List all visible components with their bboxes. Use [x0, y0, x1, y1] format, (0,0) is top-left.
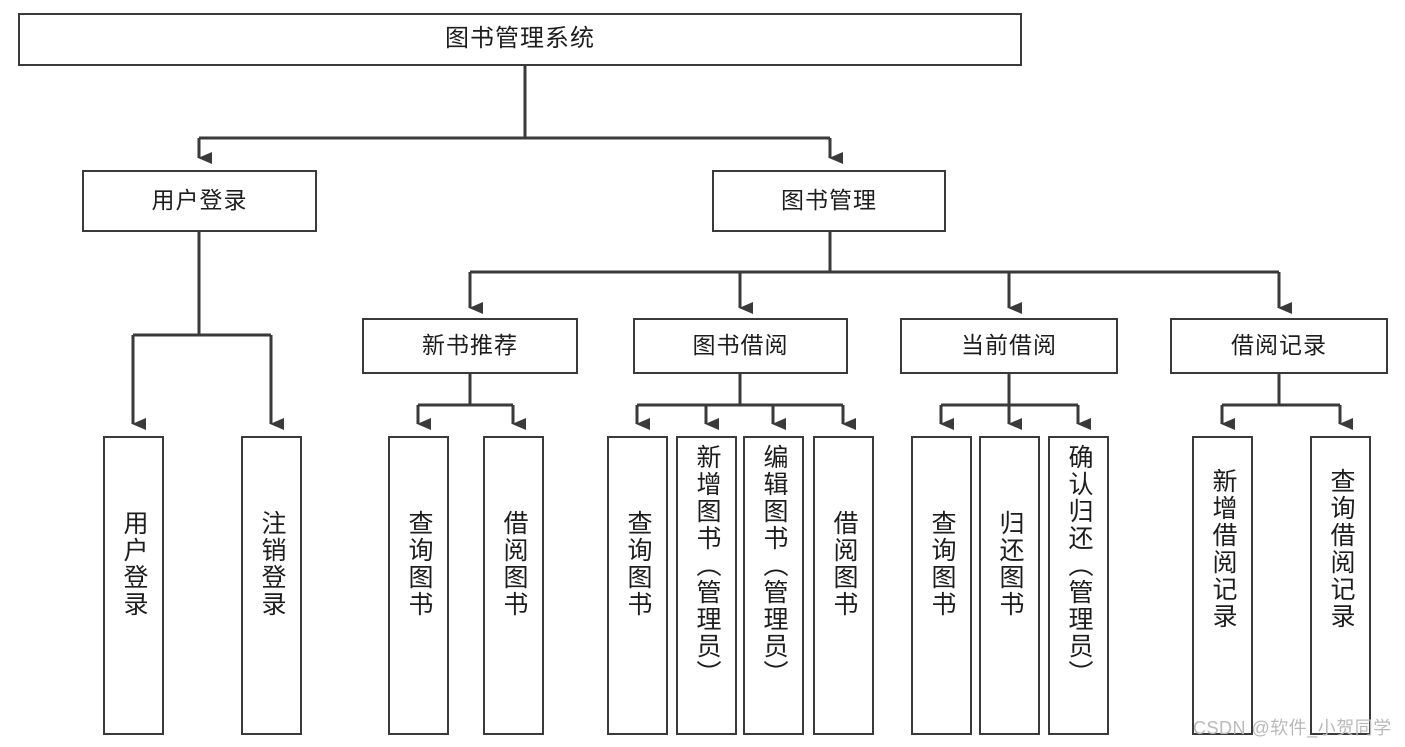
node-label: 新增图书（管理员）: [693, 444, 721, 687]
node-root-system[interactable]: 图书管理系统: [18, 13, 1022, 66]
node-label: 编辑图书（管理员）: [760, 444, 788, 687]
node-label: 当前借阅: [961, 332, 1057, 359]
node-label: 归还图书: [996, 510, 1024, 618]
node-label: 图书管理系统: [445, 25, 595, 53]
node-leaf-query-book-current[interactable]: 查询图书: [911, 436, 972, 735]
node-label: 图书管理: [781, 187, 877, 214]
node-leaf-add-book-admin[interactable]: 新增图书（管理员）: [676, 436, 737, 735]
node-leaf-add-borrow-record[interactable]: 新增借阅记录: [1192, 436, 1253, 735]
node-book-borrow[interactable]: 图书借阅: [633, 318, 848, 374]
node-label: 查询借阅记录: [1327, 468, 1355, 630]
node-leaf-borrow-book-recommend[interactable]: 借阅图书: [483, 436, 544, 735]
node-borrow-record[interactable]: 借阅记录: [1170, 318, 1388, 374]
node-leaf-logout[interactable]: 注销登录: [241, 436, 302, 735]
node-label: 查询图书: [928, 510, 956, 618]
node-leaf-confirm-return-admin[interactable]: 确认归还（管理员）: [1048, 436, 1109, 735]
node-label: 新书推荐: [422, 332, 518, 359]
node-label: 借阅图书: [500, 510, 528, 618]
node-book-management[interactable]: 图书管理: [712, 170, 946, 232]
node-leaf-user-login[interactable]: 用户登录: [103, 436, 164, 735]
node-current-borrow[interactable]: 当前借阅: [900, 318, 1118, 374]
node-label: 新增借阅记录: [1209, 468, 1237, 630]
node-new-book-recommend[interactable]: 新书推荐: [362, 318, 578, 374]
node-leaf-borrow-book[interactable]: 借阅图书: [813, 436, 874, 735]
node-label: 查询图书: [405, 510, 433, 618]
node-leaf-edit-book-admin[interactable]: 编辑图书（管理员）: [743, 436, 804, 735]
node-leaf-query-borrow-record[interactable]: 查询借阅记录: [1310, 436, 1371, 735]
csdn-watermark: CSDN @软件_小贺同学: [1193, 718, 1392, 738]
node-leaf-return-book[interactable]: 归还图书: [979, 436, 1040, 735]
node-label: 借阅记录: [1231, 332, 1327, 359]
node-label: 确认归还（管理员）: [1065, 444, 1093, 687]
node-leaf-query-book-borrow[interactable]: 查询图书: [607, 436, 668, 735]
node-label: 用户登录: [120, 510, 148, 618]
node-label: 注销登录: [258, 510, 286, 618]
node-label: 图书借阅: [692, 332, 789, 359]
node-label: 查询图书: [624, 510, 652, 618]
node-label: 借阅图书: [830, 510, 858, 618]
node-leaf-query-book-recommend[interactable]: 查询图书: [388, 436, 449, 735]
node-label: 用户登录: [151, 187, 248, 214]
node-user-login[interactable]: 用户登录: [82, 170, 317, 232]
